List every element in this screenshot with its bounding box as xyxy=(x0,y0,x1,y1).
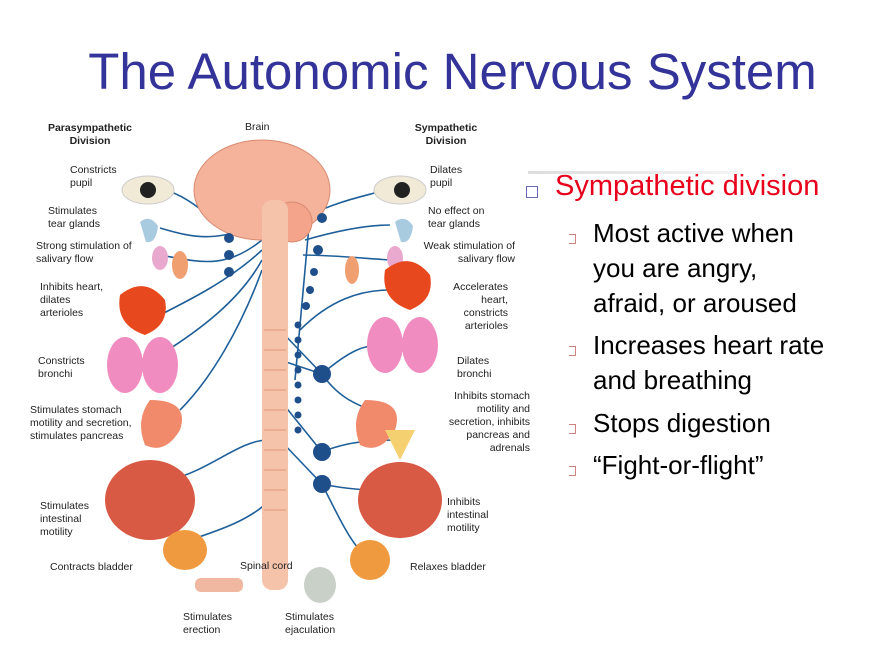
header-parasympathetic: Parasympathetic Division xyxy=(47,122,133,147)
adrenal-icon xyxy=(385,430,415,460)
testis-icon xyxy=(304,567,336,603)
left-label: Contracts bladder xyxy=(50,561,133,573)
sub-bullet: Most active when you are angry, afraid, … xyxy=(593,218,797,318)
spinal-cord-label: Spinal cord xyxy=(240,560,293,572)
left-label: Stimulates intestinal motility xyxy=(40,500,90,538)
divider xyxy=(528,171,738,174)
bladder-right-icon xyxy=(350,540,390,580)
autonomic-diagram xyxy=(105,139,442,603)
right-label: Accelerates heart, constricts arterioles xyxy=(453,281,508,332)
right-label: Dilates pupil xyxy=(430,164,463,189)
sub-bullet-icon xyxy=(569,346,576,356)
header-brain: Brain xyxy=(245,121,270,133)
left-label: Inhibits heart, dilates arterioles xyxy=(40,281,104,319)
sub-bullet-icon xyxy=(569,424,576,434)
right-label: Weak stimulation of salivary flow xyxy=(423,240,515,265)
stomach-left-icon xyxy=(141,400,182,448)
bladder-left-icon xyxy=(163,530,207,570)
left-label: Constricts pupil xyxy=(70,164,117,189)
lungs-left-icon xyxy=(107,337,143,393)
left-label: Stimulates stomach motility and secretio… xyxy=(30,404,132,442)
sub-bullet: Stops digestion xyxy=(593,408,771,438)
intestines-left-icon xyxy=(105,460,195,540)
left-label: Strong stimulation of salivary flow xyxy=(36,240,132,265)
right-label: Inhibits intestinal motility xyxy=(447,496,489,534)
erection-label: Stimulates erection xyxy=(183,611,233,636)
header-sympathetic: Sympathetic Division xyxy=(414,122,478,147)
left-label: Constricts bronchi xyxy=(38,355,85,380)
bullet-square-icon xyxy=(526,186,538,198)
penis-icon xyxy=(195,578,243,592)
lungs-right-icon xyxy=(367,317,403,373)
tear-gland-left-icon xyxy=(140,218,158,243)
heart-left-icon xyxy=(119,286,166,335)
right-label: No effect on tear glands xyxy=(428,205,485,230)
tear-gland-right-icon xyxy=(395,218,413,243)
heart-right-icon xyxy=(384,261,431,310)
sub-bullet-icon xyxy=(569,234,576,244)
sub-bullet: “Fight-or-flight” xyxy=(593,450,764,480)
stomach-right-icon xyxy=(356,400,397,448)
intestines-right-icon xyxy=(358,462,442,538)
slide-title: The Autonomic Nervous System xyxy=(88,43,817,100)
bullet-heading: Sympathetic division xyxy=(555,170,820,202)
spinal-cord-illustration xyxy=(262,200,288,590)
sub-bullet-icon xyxy=(569,466,576,476)
right-label: Dilates bronchi xyxy=(457,355,492,380)
right-label: Relaxes bladder xyxy=(410,561,486,573)
ejaculation-label: Stimulates ejaculation xyxy=(285,611,336,636)
salivary-gland-left-icon xyxy=(152,246,168,270)
ganglia xyxy=(224,213,331,493)
right-organs xyxy=(304,175,442,603)
right-label: Inhibits stomach motility and secretion,… xyxy=(448,390,530,454)
sub-bullet: Increases heart rate and breathing xyxy=(593,330,825,395)
left-label: Stimulates tear glands xyxy=(48,205,100,230)
left-organs xyxy=(105,175,243,592)
